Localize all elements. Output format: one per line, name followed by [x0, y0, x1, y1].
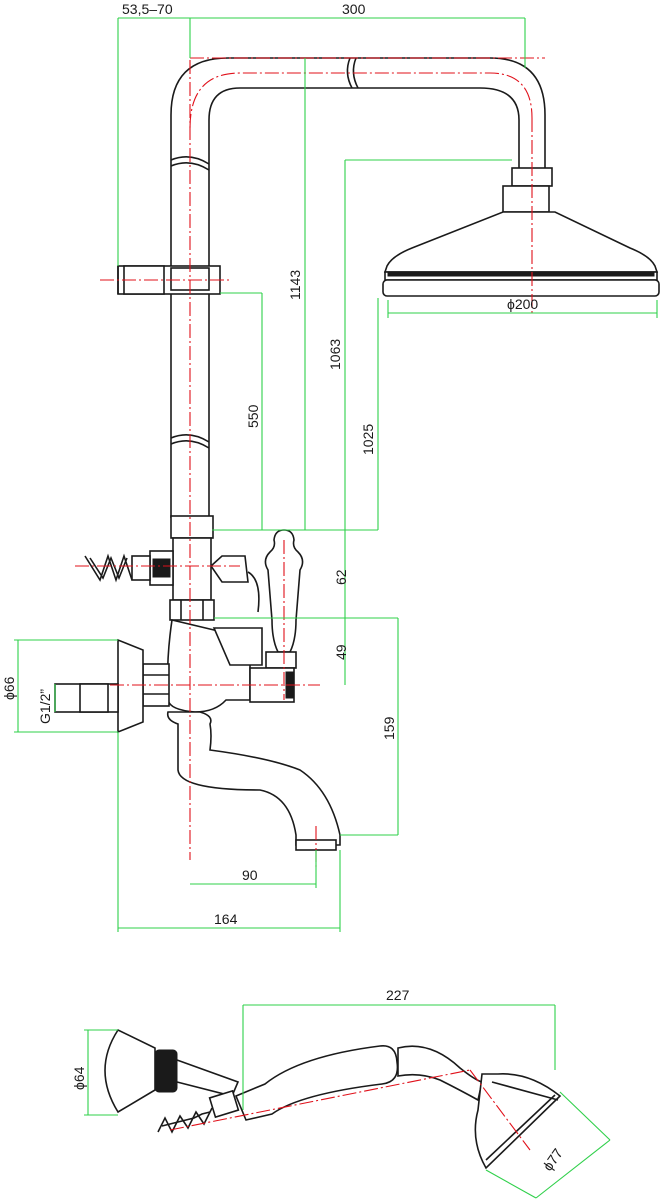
- label-flange-diameter: ϕ66: [1, 676, 17, 700]
- label-arm-length: 300: [342, 1, 366, 17]
- label-wall-arm-range: 53,5–70: [122, 1, 173, 17]
- label-inlet-thread: G1/2”: [37, 689, 53, 724]
- label-valve-offset: 49: [333, 644, 349, 660]
- label-overall-height: 1143: [287, 270, 303, 300]
- label-diverter-offset: 62: [333, 569, 349, 585]
- hand-shower-centerlines: [169, 1069, 531, 1151]
- label-hand-shower-length: 227: [386, 987, 410, 1003]
- label-head-diameter: ϕ200: [507, 296, 538, 312]
- label-spout-reach: 90: [242, 867, 258, 883]
- mixer-body: [84, 515, 304, 713]
- bath-spout: [166, 711, 341, 851]
- label-slider-height: 550: [245, 404, 261, 428]
- label-overall-depth: 164: [214, 911, 238, 927]
- label-spout-height: 159: [381, 716, 397, 740]
- hand-shower: [104, 1028, 562, 1170]
- dimension-labels: 53,5–70 300 1143 1063 1025 550 ϕ200 62 4…: [1, 1, 566, 1174]
- centerlines: [75, 57, 545, 870]
- label-head-rim-height: 1025: [360, 424, 376, 455]
- label-head-height: 1063: [327, 339, 343, 370]
- label-hand-holder-diameter: ϕ64: [71, 1066, 87, 1090]
- wall-flange: [54, 638, 144, 734]
- hand-shower-dimensions: [84, 1004, 611, 1199]
- rain-shower-head: [382, 167, 660, 297]
- label-hand-head-diameter: ϕ77: [539, 1145, 566, 1174]
- dimension-lines: [14, 17, 658, 932]
